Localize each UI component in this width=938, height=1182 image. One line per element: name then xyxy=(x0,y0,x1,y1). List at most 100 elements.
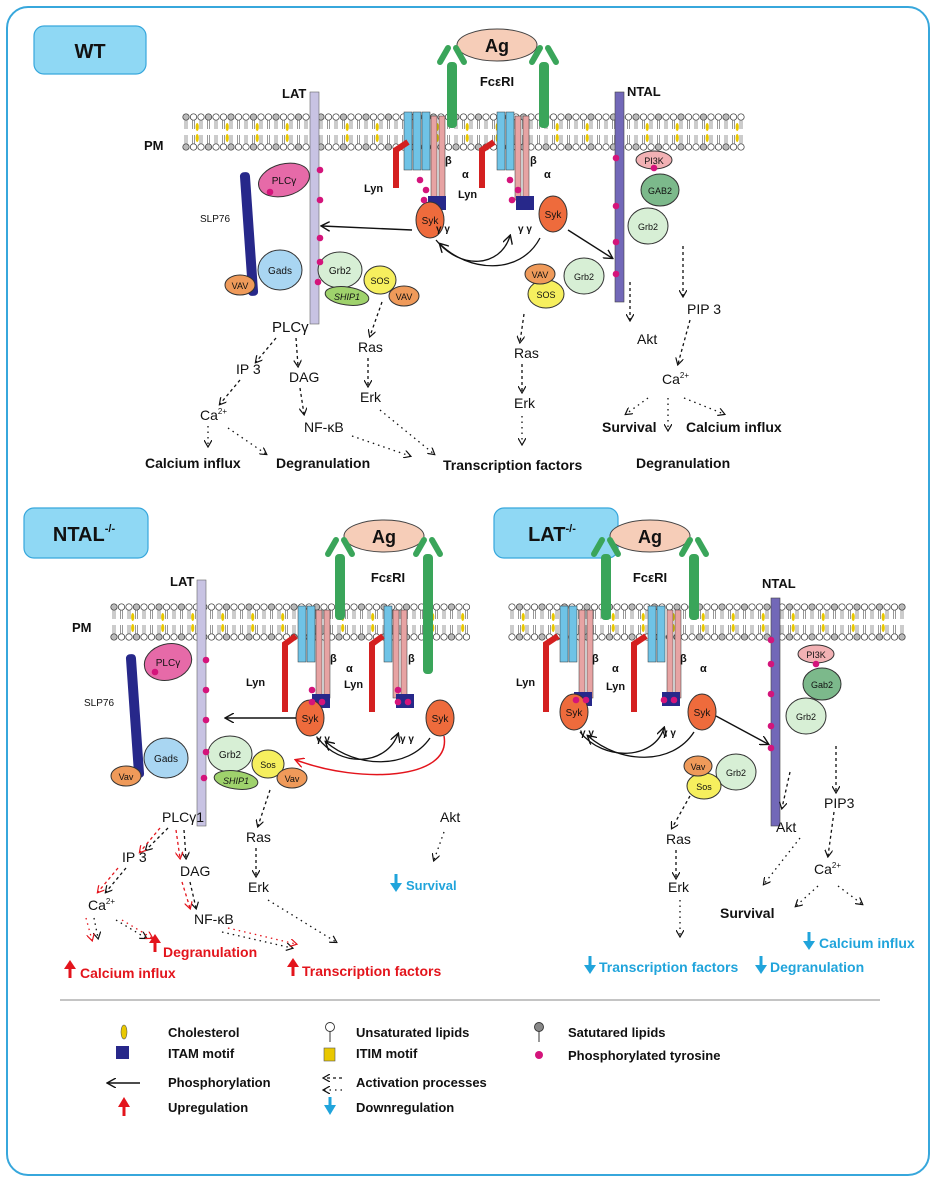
phosphotyrosine xyxy=(612,238,620,246)
pm-label: PM xyxy=(144,138,164,153)
outcome-calcium-influx: Calcium influx xyxy=(686,419,782,435)
outcome-transcription-factors: Transcription factors xyxy=(302,963,441,979)
gads-adaptor xyxy=(257,249,303,291)
antigen xyxy=(343,519,425,553)
lyn-label: Lyn xyxy=(364,183,383,195)
syk-label: Syk xyxy=(432,714,450,725)
beta-segment xyxy=(559,605,569,663)
lyn-kinase xyxy=(393,139,410,188)
beta-segment xyxy=(568,605,578,663)
vav-label: VAV xyxy=(532,270,549,280)
grb2-adaptor xyxy=(715,753,757,791)
activation-arrow xyxy=(379,409,434,454)
erk-node: Erk xyxy=(360,389,382,405)
alpha-label: α xyxy=(700,663,707,675)
panel-ntal-knockout: NTAL-/- Ag FcεRI β β α Lyn xyxy=(23,507,460,981)
down-arrow-icon xyxy=(755,965,767,974)
upregulated-activation-arrow xyxy=(85,917,92,940)
wt-badge-label: WT xyxy=(74,41,105,63)
syk-kinase xyxy=(415,201,445,239)
upregulated-activation-arrow xyxy=(176,829,180,858)
activation-arrow xyxy=(764,837,801,884)
sos-label: SOS xyxy=(370,276,389,286)
activation-arrow xyxy=(796,885,819,906)
receptor-label: FcεRI xyxy=(633,570,667,585)
receptor-complex-2 xyxy=(369,537,455,737)
lyn-label: Lyn xyxy=(246,677,265,689)
vav-protein xyxy=(224,274,256,296)
slp76-label: SLP76 xyxy=(200,214,230,225)
syk-crossactivation-arrow xyxy=(435,236,510,262)
up-arrow-icon xyxy=(149,934,161,943)
activation-arrow xyxy=(520,313,524,342)
vav-label: Vav xyxy=(119,772,134,782)
phosphotyrosine xyxy=(506,176,514,184)
receptor-complex-2 xyxy=(631,537,717,731)
outcome-degranulation: Degranulation xyxy=(770,959,864,975)
ip3-node: IP 3 xyxy=(236,361,261,377)
legend-activation: Activation processes xyxy=(356,1075,487,1090)
erk-node: Erk xyxy=(248,879,270,895)
sos-label: Sos xyxy=(260,760,276,770)
figure-frame xyxy=(6,6,930,1176)
lyn-kinase xyxy=(282,633,298,712)
alpha-chain xyxy=(689,554,699,620)
activation-arrow xyxy=(184,829,186,858)
gamma-label: γ γ xyxy=(400,734,414,745)
phosphotyrosine xyxy=(318,698,326,706)
down-arrow-icon xyxy=(390,883,402,892)
gamma-chain xyxy=(666,609,674,699)
grb2-label: Grb2 xyxy=(329,266,352,277)
pi3k-label: PI3K xyxy=(806,650,826,660)
lipid-bilayer xyxy=(508,603,906,641)
sos-protein xyxy=(251,749,285,779)
gab2-label: GAB2 xyxy=(648,186,672,196)
ship1-label: SHIP1 xyxy=(223,776,249,786)
activation-arrow xyxy=(106,867,127,892)
vav-protein xyxy=(683,755,713,777)
legend-unsaturated: Unsaturated lipids xyxy=(356,1025,469,1040)
activation-arrow xyxy=(258,789,271,826)
alpha-label: α xyxy=(462,169,469,181)
lyn-label: Lyn xyxy=(606,681,625,693)
activation-arrow xyxy=(351,435,410,456)
erk-node: Erk xyxy=(514,395,536,411)
phosphotyrosine xyxy=(612,202,620,210)
activation-arrow xyxy=(296,337,298,366)
phosphotyrosine xyxy=(612,154,620,162)
vav-label: VAV xyxy=(396,292,413,302)
phosphotyrosine xyxy=(394,686,402,694)
plcg-enzyme xyxy=(258,162,310,198)
phosphotyrosine xyxy=(650,164,658,172)
gab2-adaptor xyxy=(640,173,680,207)
gamma-chain xyxy=(400,609,408,699)
antigen xyxy=(456,28,538,62)
lyn-label: Lyn xyxy=(344,679,363,691)
up-arrow-icon xyxy=(64,960,76,969)
beta-segment xyxy=(383,605,393,663)
outcome-calcium-influx: Calcium influx xyxy=(80,965,176,981)
lat-ko-badge-label: LAT-/- xyxy=(528,523,576,546)
itam-motif xyxy=(516,196,534,210)
erk-node: Erk xyxy=(668,879,690,895)
phosphotyrosine xyxy=(767,722,775,730)
phosphotyrosine xyxy=(316,258,324,266)
plcg-node: PLCγ1 xyxy=(162,809,204,825)
lat-label: LAT xyxy=(170,574,194,589)
legend-itam: ITAM motif xyxy=(168,1046,235,1061)
phosphotyrosine xyxy=(508,196,516,204)
receptor-complex-2 xyxy=(479,45,568,233)
gads-adaptor xyxy=(143,737,189,779)
lyn-kinase xyxy=(631,633,648,712)
gamma-chain xyxy=(522,115,530,201)
slp76-adaptor xyxy=(239,172,259,296)
ras-node: Ras xyxy=(514,345,539,361)
receptor-complex-1 xyxy=(393,45,467,239)
syk-label: Syk xyxy=(545,210,563,221)
phosphotyrosine xyxy=(202,748,210,756)
gamma-label: γ γ xyxy=(436,224,450,235)
outcome-degranulation: Degranulation xyxy=(163,944,257,960)
activation-arrow xyxy=(256,337,277,362)
upregulated-activation-arrow xyxy=(121,919,152,938)
down-arrow-icon xyxy=(324,1105,336,1115)
